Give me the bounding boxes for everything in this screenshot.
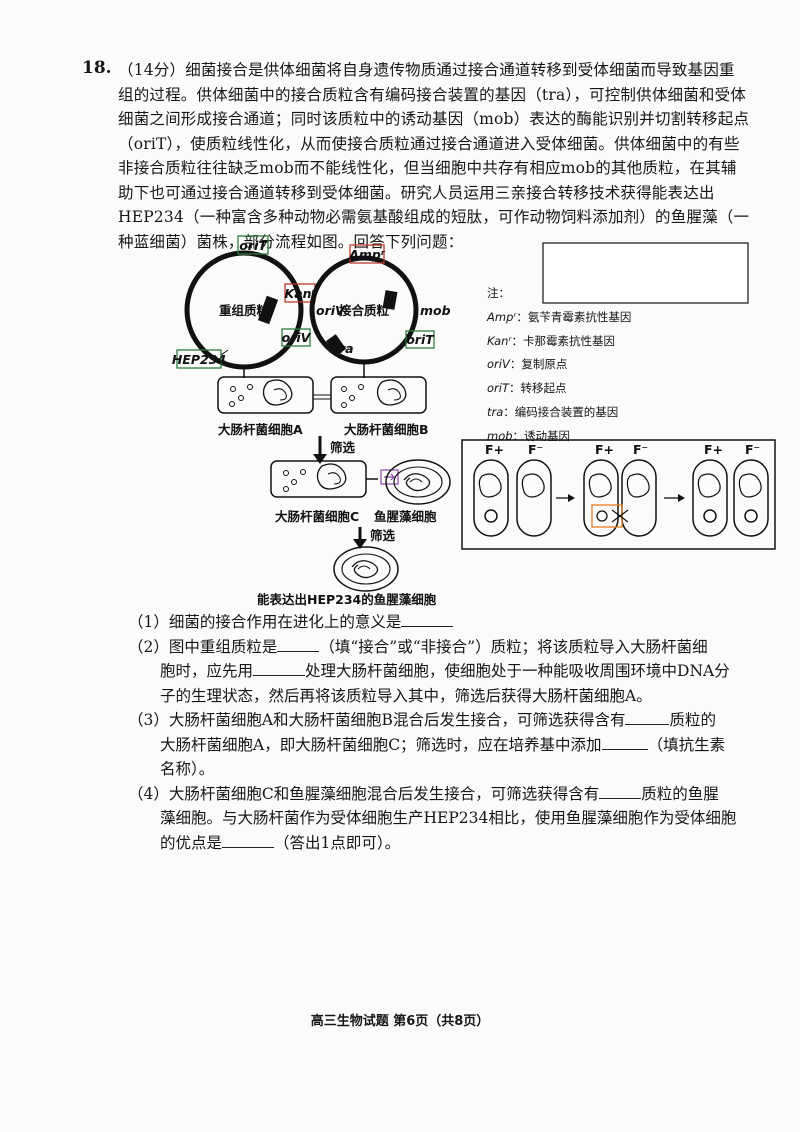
hep-label: HEP234	[172, 352, 226, 367]
page-footer: 高三生物试题 第6页（共8页）	[310, 1014, 490, 1029]
note-item: mob：诱动基因	[487, 425, 631, 449]
conjugative-plasmid: 接合质粒 Ampʳ oriV mob tra oriT	[309, 244, 451, 365]
q1-answer-blank[interactable]	[401, 612, 454, 627]
q2-line: 胞时，应先用 处理大肠杆菌细胞，使细胞处于一种能吸收周围环境中DNA分	[128, 659, 736, 684]
recombinant-plasmid-label: 重组质粒	[219, 303, 270, 318]
f-plus-label-1: F+	[485, 442, 504, 457]
anabaena-label: 鱼腥藻细胞	[374, 509, 437, 524]
amp-label: Ampʳ	[348, 247, 386, 262]
q3-line: （3）大肠杆菌细胞A和大肠杆菌细胞B混合后发生接合，可筛选获得含有 质粒的	[128, 708, 736, 733]
oriv-label-conj: oriV	[316, 303, 346, 318]
notes-title: 注：	[487, 286, 510, 300]
q3-line: 名称）。	[160, 760, 215, 778]
q4-answer-blank-1[interactable]	[599, 784, 642, 799]
note-item: oriT：转移起点	[487, 377, 631, 401]
note-desc: ：氨苄青霉素抗性基因	[516, 309, 632, 324]
f-minus-label-1: F⁻	[528, 442, 543, 457]
screen-label-2: 筛选	[370, 528, 396, 543]
note-term: Kanʳ	[487, 333, 512, 348]
intro-line: 种蓝细菌）菌株，部分流程如图。回答下列问题：	[118, 232, 464, 251]
q4-text: 的优点是	[160, 833, 223, 852]
q2-line: （2）图中重组质粒是 （填“接合”或“非接合”）质粒；将该质粒导入大肠杆菌细	[128, 635, 736, 660]
intro-line: 助下也可通过接合通道转移到受体细菌。研究人员运用三亲接合转移技术获得能表达出	[118, 183, 715, 202]
note-item: Kanʳ：卡那霉素抗性基因	[487, 330, 631, 354]
sub-questions: （1）细菌的接合作用在进化上的意义是 （2）图中重组质粒是 （填“接合”或“非接合…	[128, 610, 736, 855]
note-desc: ：转移起点	[508, 381, 567, 396]
cell-c	[270, 460, 367, 498]
f-plus-label-2: F+	[595, 442, 614, 457]
cell-b-label: 大肠杆菌细胞B	[344, 422, 429, 437]
intro-line: （14分）细菌接合是供体细菌将自身遗传物质通过接合通道转移到受体细菌而导致基因重	[118, 61, 735, 79]
legend-notes: 注： Ampʳ：氨苄青霉素抗性基因 Kanʳ：卡那霉素抗性基因 oriV：复制原…	[487, 282, 631, 449]
q3-text: 质粒的	[669, 711, 716, 729]
q4-line: 藻细胞。与大肠杆菌作为受体细胞生产HEP234相比，使用鱼腥藻细胞作为受体细胞	[160, 809, 737, 827]
q3-answer-blank-2[interactable]	[601, 735, 648, 750]
intro-line: HEP234（一种富含多种动物必需氨基酸组成的短肽，可作动物饲料添加剂）的鱼腥藻…	[118, 208, 750, 226]
q2-text: 胞时，应先用	[160, 662, 254, 680]
recombinant-plasmid: 重组质粒 oriT Kanʳ oriV HEP234	[172, 235, 317, 370]
mob-label: mob	[420, 303, 451, 318]
q2-text: （填“接合”或“非接合”）质粒；将该质粒导入大肠杆菌细	[319, 637, 708, 656]
note-item: Ampʳ：氨苄青霉素抗性基因	[487, 306, 631, 330]
q1-text: （1）细菌的接合作用在进化上的意义是	[128, 613, 402, 631]
q2-answer-blank-1[interactable]	[277, 637, 320, 652]
q2-text: 处理大肠杆菌细胞，使细胞处于一种能吸收周围环境中DNA分	[305, 662, 730, 680]
orit-label-conj: oriT	[406, 332, 435, 347]
conjugative-plasmid-label: 接合质粒	[339, 303, 390, 318]
cell-a	[217, 376, 314, 414]
q4-text: 质粒的鱼腥	[641, 784, 719, 803]
note-term: mob	[487, 428, 513, 443]
q4-line: 的优点是 （答出1点即可）。	[128, 831, 736, 856]
tra-label: tra	[333, 341, 354, 356]
screen-label-1: 筛选	[330, 440, 356, 455]
note-term: oriT	[487, 381, 509, 396]
oriv-label-recomb: oriV	[282, 330, 312, 345]
orit-label-recomb: oriT	[239, 238, 268, 253]
note-item: tra：编码接合装置的基因	[487, 401, 631, 425]
q4-answer-blank-2[interactable]	[222, 833, 275, 848]
note-desc: ：诱动基因	[512, 428, 571, 443]
note-item: oriV：复制原点	[487, 353, 631, 377]
q3-text: 大肠杆菌细胞A，即大肠杆菌细胞C；筛选时，应在培养基中添加	[160, 735, 602, 754]
question-intro: （14分）细菌接合是供体细菌将自身遗传物质通过接合通道转移到受体细菌而导致基因重…	[118, 58, 750, 254]
q2-line: 子的生理状态，然后再将该质粒导入其中，筛选后获得大肠杆菌细胞A。	[160, 686, 652, 705]
cell-a-label: 大肠杆菌细胞A	[218, 422, 303, 437]
intro-line: 非接合质粒往往缺乏mob而不能线性化，但当细胞中共存有相应mob的其他质粒，在其…	[118, 159, 737, 177]
q2-answer-blank-2[interactable]	[253, 661, 306, 676]
note-term: Ampʳ	[487, 309, 517, 324]
f-minus-label-3: F⁻	[745, 442, 760, 457]
final-anabaena-cell	[333, 546, 399, 592]
q3-text: （填抗生素	[647, 735, 726, 754]
anabaena-cell	[385, 459, 451, 505]
q4-line: （4）大肠杆菌细胞C和鱼腥藻细胞混合后发生接合，可筛选获得含有 质粒的鱼腥	[128, 782, 736, 807]
intro-line: 组的过程。供体细菌中的接合质粒含有编码接合装置的基因（tra），可控制供体细菌和…	[118, 85, 747, 104]
conjugation-schematic: F+ F⁻ F+ F⁻ F+ F⁻	[461, 439, 776, 550]
q4-text: （4）大肠杆菌细胞C和鱼腥藻细胞混合后发生接合，可筛选获得含有	[128, 784, 600, 803]
intro-line: （oriT），使质粒线性化，从而使接合质粒通过接合通道进入受体细菌。供体细菌中的…	[118, 134, 740, 153]
blank-box	[542, 242, 749, 304]
note-desc: ：编码接合装置的基因	[503, 404, 619, 419]
q4-text: （答出1点即可）。	[274, 833, 401, 852]
kan-label: Kanʳ	[285, 286, 317, 301]
q3-answer-blank-1[interactable]	[625, 710, 670, 725]
intro-line: 细菌之间形成接合通道；同时该质粒中的诱动基因（mob）表达的酶能识别并切割转移起…	[118, 110, 750, 128]
q1-line: （1）细菌的接合作用在进化上的意义是	[128, 610, 736, 635]
f-minus-label-2: F⁻	[633, 442, 648, 457]
note-desc: ：卡那霉素抗性基因	[511, 333, 615, 348]
note-term: tra	[487, 404, 504, 419]
cell-c-label: 大肠杆菌细胞C	[275, 509, 359, 524]
final-label: 能表达出HEP234的鱼腥藻细胞	[257, 592, 437, 607]
cell-b	[330, 376, 427, 414]
q2-text: （2）图中重组质粒是	[128, 637, 278, 656]
q3-line: 大肠杆菌细胞A，即大肠杆菌细胞C；筛选时，应在培养基中添加 （填抗生素	[128, 733, 736, 758]
q3-text: （3）大肠杆菌细胞A和大肠杆菌细胞B混合后发生接合，可筛选获得含有	[128, 711, 626, 729]
note-desc: ：复制原点	[509, 357, 568, 372]
note-term: oriV	[487, 357, 510, 372]
f-plus-label-3: F+	[704, 442, 723, 457]
question-number: 18.	[82, 58, 112, 78]
